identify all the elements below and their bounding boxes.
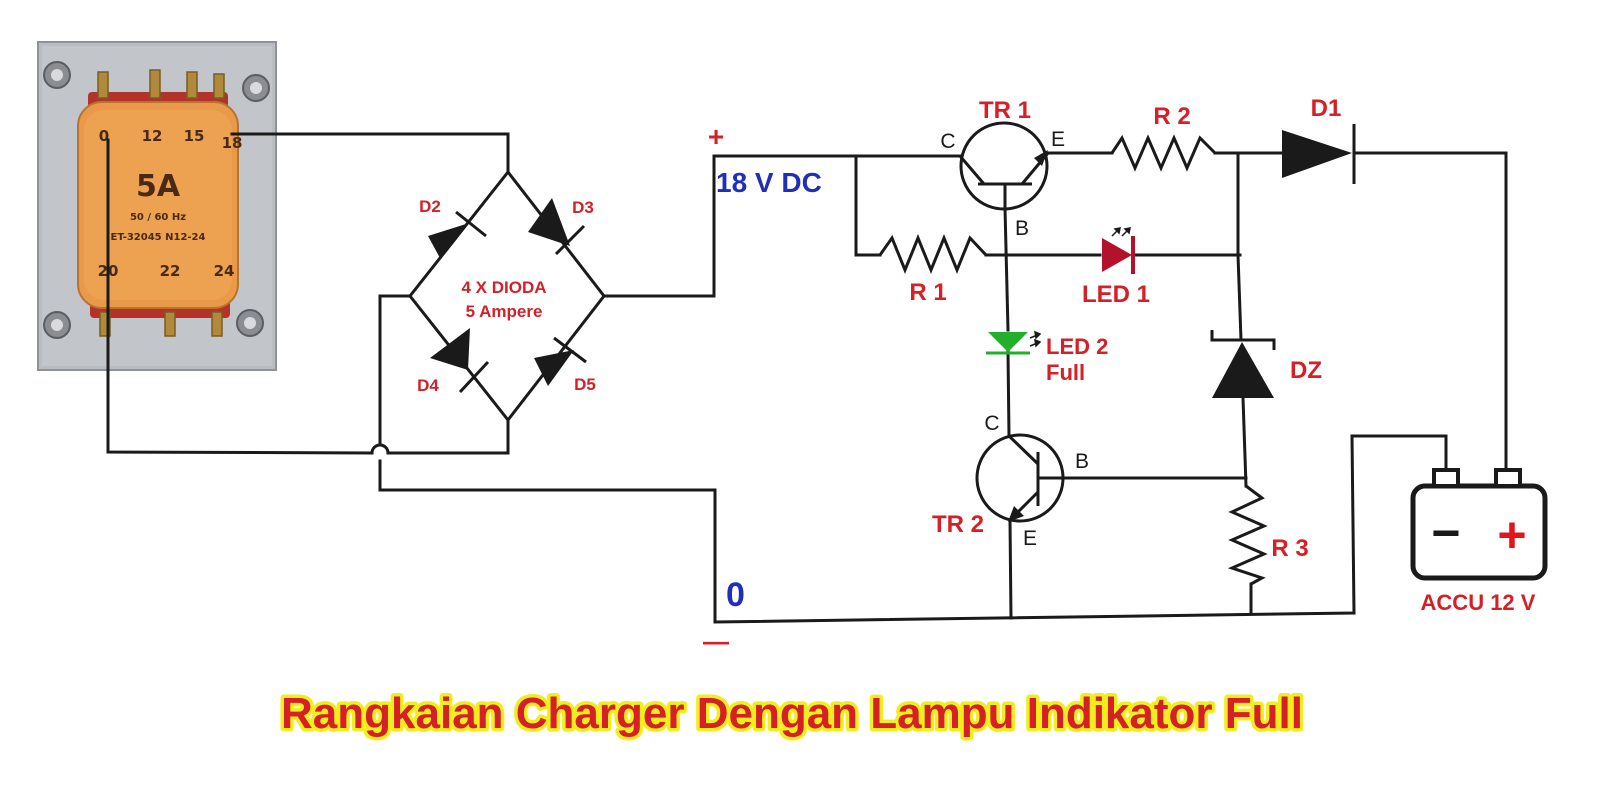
transformer-rating: 5A bbox=[136, 169, 181, 204]
tr2-e-label: E bbox=[1023, 527, 1037, 550]
led-1 bbox=[1102, 227, 1135, 274]
battery-plus-sign: + bbox=[1497, 507, 1526, 563]
d4-label: D4 bbox=[417, 376, 439, 395]
transformer-model: ET-32045 N12-24 bbox=[111, 232, 206, 243]
plus-sign: + bbox=[708, 121, 724, 152]
tr1-e-label: E bbox=[1051, 128, 1065, 151]
diode-d2 bbox=[428, 210, 487, 258]
r2-label: R 2 bbox=[1153, 103, 1190, 130]
zero-label: 0 bbox=[726, 576, 745, 614]
d3-label: D3 bbox=[572, 198, 594, 217]
tr1-b-label: B bbox=[1015, 217, 1029, 240]
tr1-c-label: C bbox=[940, 130, 955, 153]
bolt-icon bbox=[43, 311, 71, 339]
tap-label: 24 bbox=[214, 262, 235, 280]
d5-label: D5 bbox=[574, 375, 596, 394]
bolt-icon bbox=[242, 74, 270, 102]
led2-label-line2: Full bbox=[1046, 360, 1085, 385]
r1-label: R 1 bbox=[909, 279, 946, 306]
battery-minus-sign: − bbox=[1431, 505, 1460, 561]
bridge-label-line1: 4 X DIODA bbox=[461, 278, 546, 297]
diode-d4 bbox=[430, 328, 490, 394]
supply-voltage-label: 18 V DC bbox=[716, 167, 822, 198]
light-emission-icon bbox=[1029, 330, 1042, 348]
page-title: Rangkaian Charger Dengan Lampu Indikator… bbox=[281, 689, 1303, 738]
led2-label-line1: LED 2 bbox=[1046, 334, 1108, 359]
bridge-label-line2: 5 Ampere bbox=[466, 302, 543, 321]
tap-label: 12 bbox=[142, 127, 163, 145]
tr1-label: TR 1 bbox=[979, 97, 1031, 124]
zener-diode-dz bbox=[1210, 330, 1276, 398]
resistor-r1 bbox=[878, 234, 988, 274]
light-emission-icon bbox=[1111, 227, 1131, 237]
transistor-tr2 bbox=[975, 433, 1065, 523]
transformer-frequency: 50 / 60 Hz bbox=[130, 212, 186, 223]
d1-label: D1 bbox=[1311, 95, 1342, 122]
led1-label: LED 1 bbox=[1082, 281, 1150, 308]
d2-label: D2 bbox=[419, 197, 441, 216]
minus-sign: — bbox=[703, 626, 729, 656]
diode-d5 bbox=[534, 336, 587, 386]
diode-d3 bbox=[528, 198, 586, 256]
wires bbox=[106, 132, 1508, 624]
led-2 bbox=[986, 330, 1042, 355]
tap-label: 22 bbox=[160, 262, 181, 280]
dz-label: DZ bbox=[1290, 357, 1322, 384]
bolt-icon bbox=[236, 309, 264, 337]
tr2-label: TR 2 bbox=[932, 511, 984, 538]
transistor-tr1 bbox=[958, 121, 1050, 211]
battery-icon bbox=[1410, 468, 1548, 581]
resistor-r3 bbox=[1227, 484, 1268, 586]
tap-label: 15 bbox=[184, 127, 205, 145]
tr2-c-label: C bbox=[984, 412, 999, 435]
bridge-rectifier: D2 D3 D4 D5 4 X DIODA 5 Ampere bbox=[408, 169, 606, 423]
battery-label: ACCU 12 V bbox=[1421, 590, 1536, 615]
tap-label: 18 bbox=[222, 134, 243, 152]
tr2-b-label: B bbox=[1075, 450, 1089, 473]
diode-d1 bbox=[1282, 124, 1356, 184]
tap-label: 0 bbox=[99, 127, 109, 145]
transformer: 0 12 15 18 5A 50 / 60 Hz ET-32045 N12-24… bbox=[37, 41, 277, 371]
resistor-r2 bbox=[1110, 134, 1217, 172]
bolt-icon bbox=[43, 61, 71, 89]
r3-label: R 3 bbox=[1271, 535, 1308, 562]
